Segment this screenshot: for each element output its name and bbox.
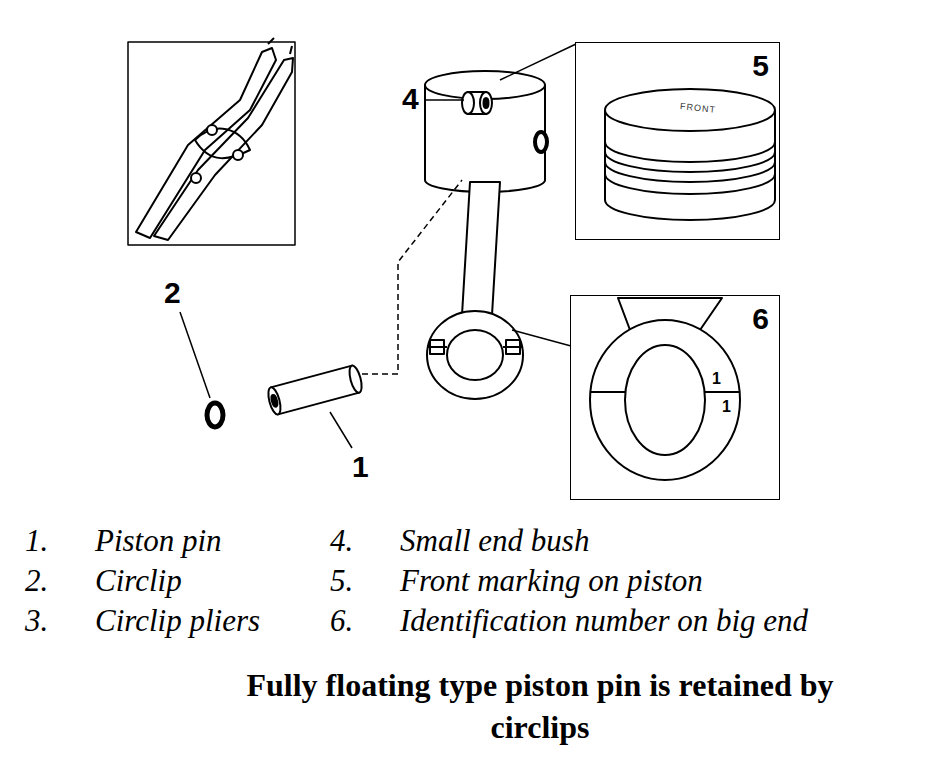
key-number: 1. [25,523,48,559]
inset-frame [128,42,295,245]
inset-box: 5 [575,42,780,240]
key-text: Identification number on big end [400,603,808,639]
callout-number: 1 [350,450,371,485]
piston-pin [266,364,364,415]
piston [425,71,547,192]
key-number: 2. [25,563,48,599]
callout-number: 5 [750,49,771,82]
key-text: Piston pin [95,523,222,559]
key-number: 5. [330,563,353,599]
identification-number: 1 [711,370,722,388]
key-number: 4. [330,523,353,559]
callout-number: 6 [750,302,771,335]
connecting-rod [427,182,523,399]
circlip [207,403,223,427]
key-text: Front marking on piston [400,563,703,599]
identification-number: 1 [721,398,732,416]
key-number: 6. [330,603,353,639]
circlip-pliers [136,38,293,240]
callout-number: 4 [400,82,421,117]
key-text: Small end bush [400,523,589,559]
big-end-identification [590,298,740,480]
key-text: Circlip [95,563,182,599]
assembly-line [362,180,462,374]
key-number: 3. [25,603,48,639]
inset-box: 6 [570,295,780,500]
figure-caption: Fully floating type piston pin is retain… [245,665,835,748]
key-text: Circlip pliers [95,603,260,639]
callout-number: 2 [162,276,183,311]
leader-lines [180,44,576,448]
piston-front-marking [605,89,775,220]
